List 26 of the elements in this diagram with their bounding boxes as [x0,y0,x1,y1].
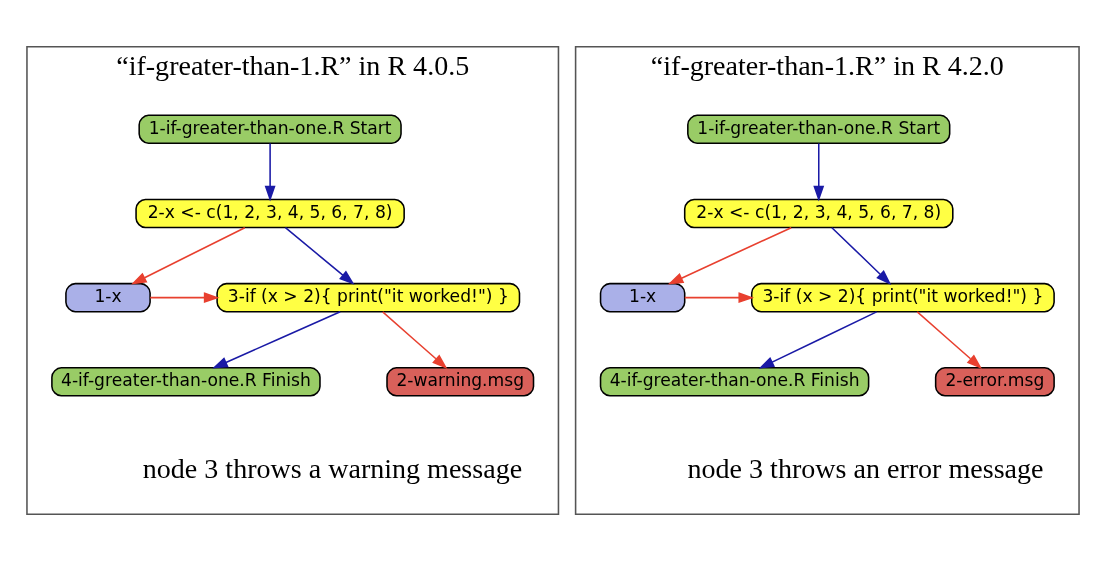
arrow [381,311,448,369]
node-box: 4-if-greater-than-one.R Finish [599,367,870,397]
node-box: 1-x [599,282,686,313]
arrow [813,142,825,202]
node-box: 4-if-greater-than-one.R Finish [51,367,321,397]
node-box: 1-if-greater-than-one.R Start [138,114,402,145]
node-label: node 3 throws a warning message [142,452,523,484]
arrow [284,226,355,285]
node-label: node 3 throws an error message [687,452,1044,484]
arrow [758,311,878,369]
arrow [131,226,246,285]
arrow [212,310,341,369]
node-box: 3-if (x > 2){ print("it worked!") } [750,282,1055,313]
arrow [831,226,892,285]
node-box: 1-x [65,282,151,313]
arrow [916,311,983,369]
node-box: 2-error.msg [934,367,1055,397]
node-box: 2-warning.msg [386,367,535,397]
node-box: 3-if (x > 2){ print("it worked!") } [216,282,521,313]
node-box: 1-if-greater-than-one.R Start [687,114,951,145]
node-box: 2-x <- c(1, 2, 3, 4, 5, 6, 7, 8) [135,198,405,229]
arrow [667,226,792,285]
arrow [149,292,220,304]
arrow [684,292,755,304]
arrow [264,142,276,202]
node-box: 2-x <- c(1, 2, 3, 4, 5, 6, 7, 8) [683,198,954,229]
